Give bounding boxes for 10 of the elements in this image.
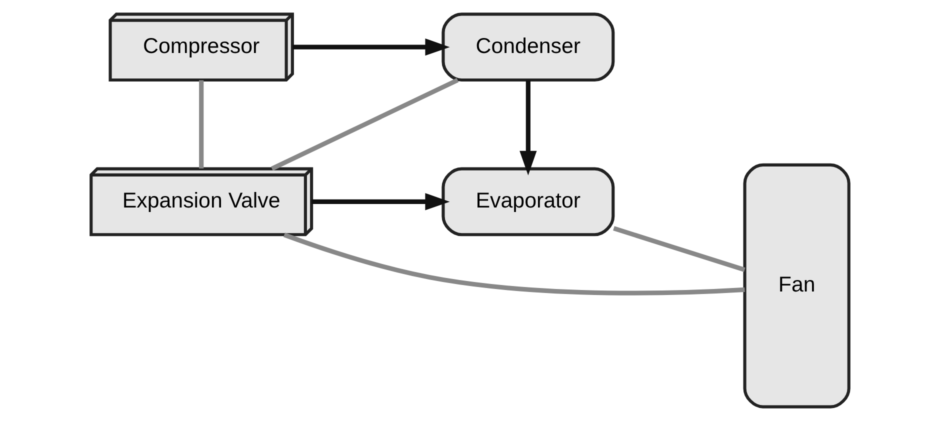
arrow: [292, 38, 450, 56]
connector: [283, 232, 745, 296]
connector: [613, 226, 746, 272]
node-box: Fan: [743, 163, 850, 408]
node-box: Evaporator: [442, 167, 615, 236]
connector: [270, 78, 459, 171]
arrow: [312, 193, 450, 210]
arrow: [520, 80, 537, 176]
connector: [199, 80, 204, 168]
node-box: Condenser: [442, 12, 615, 82]
